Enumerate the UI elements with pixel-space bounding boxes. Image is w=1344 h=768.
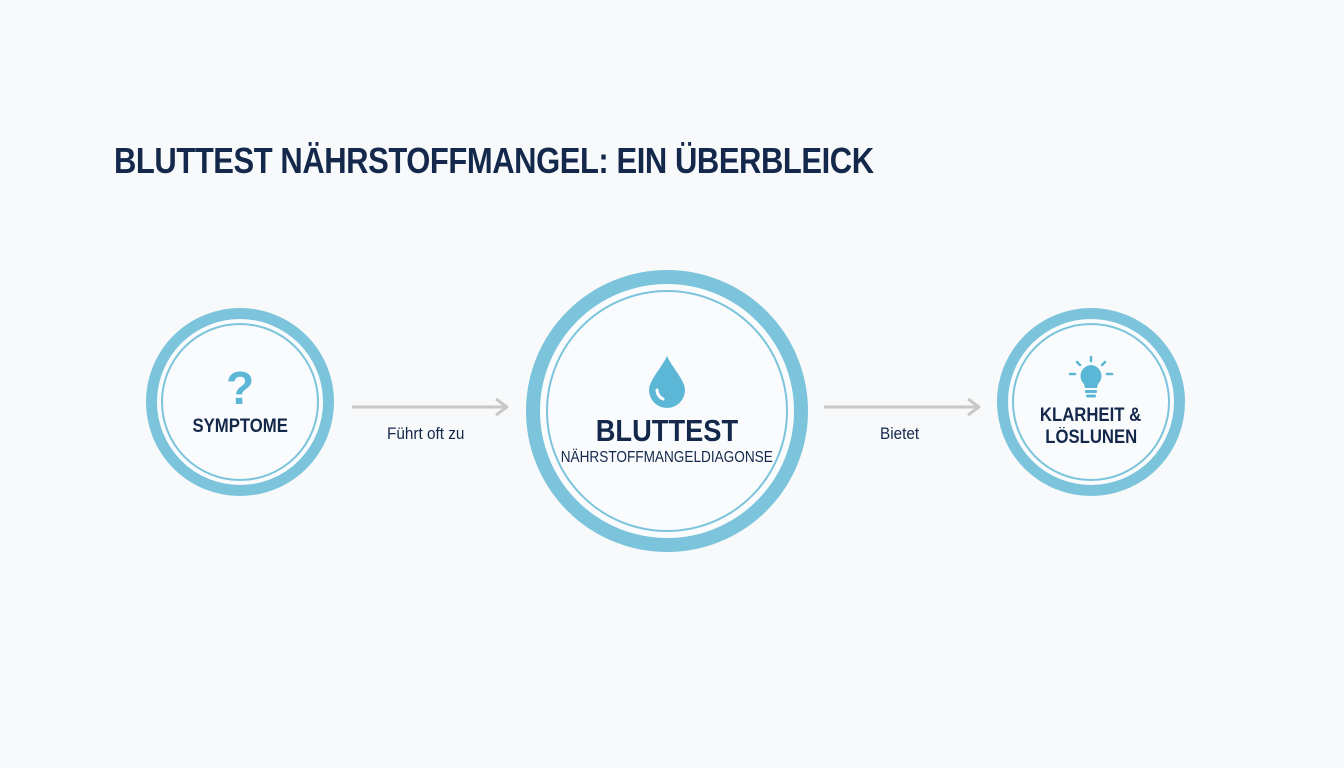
diagram-title: BLUTTEST NÄHRSTOFFMANGEL: EIN ÜBERBLEICK [114, 140, 874, 181]
node-klarheit: KLARHEIT & LÖSLUNEN [997, 308, 1185, 496]
node-symptome: ? SYMPTOME [146, 308, 334, 496]
node-symptome-inner-ring: ? SYMPTOME [161, 323, 319, 481]
node-klarheit-label-line1: KLARHEIT & [1040, 405, 1142, 426]
edge-label-first: Führt oft zu [387, 424, 465, 443]
arrow-symptome-to-bluttest [352, 397, 509, 417]
node-bluttest-label: BLUTTEST [595, 413, 739, 448]
node-klarheit-label-line2: LÖSLUNEN [1045, 427, 1137, 448]
node-bluttest: BLUTTEST NÄHRSTOFFMANGELDIAGONSE [526, 270, 808, 552]
edge-label-second: Bietet [880, 424, 920, 443]
arrow-bluttest-to-klarheit [824, 397, 981, 417]
node-bluttest-inner-ring: BLUTTEST NÄHRSTOFFMANGELDIAGONSE [546, 290, 788, 532]
node-bluttest-sublabel: NÄHRSTOFFMANGELDIAGONSE [560, 449, 774, 466]
blood-drop-icon [649, 356, 685, 408]
lightbulb-icon [1068, 355, 1114, 398]
question-mark-icon: ? [225, 362, 255, 414]
node-klarheit-inner-ring: KLARHEIT & LÖSLUNEN [1012, 323, 1170, 481]
node-symptome-label: SYMPTOME [192, 416, 288, 437]
